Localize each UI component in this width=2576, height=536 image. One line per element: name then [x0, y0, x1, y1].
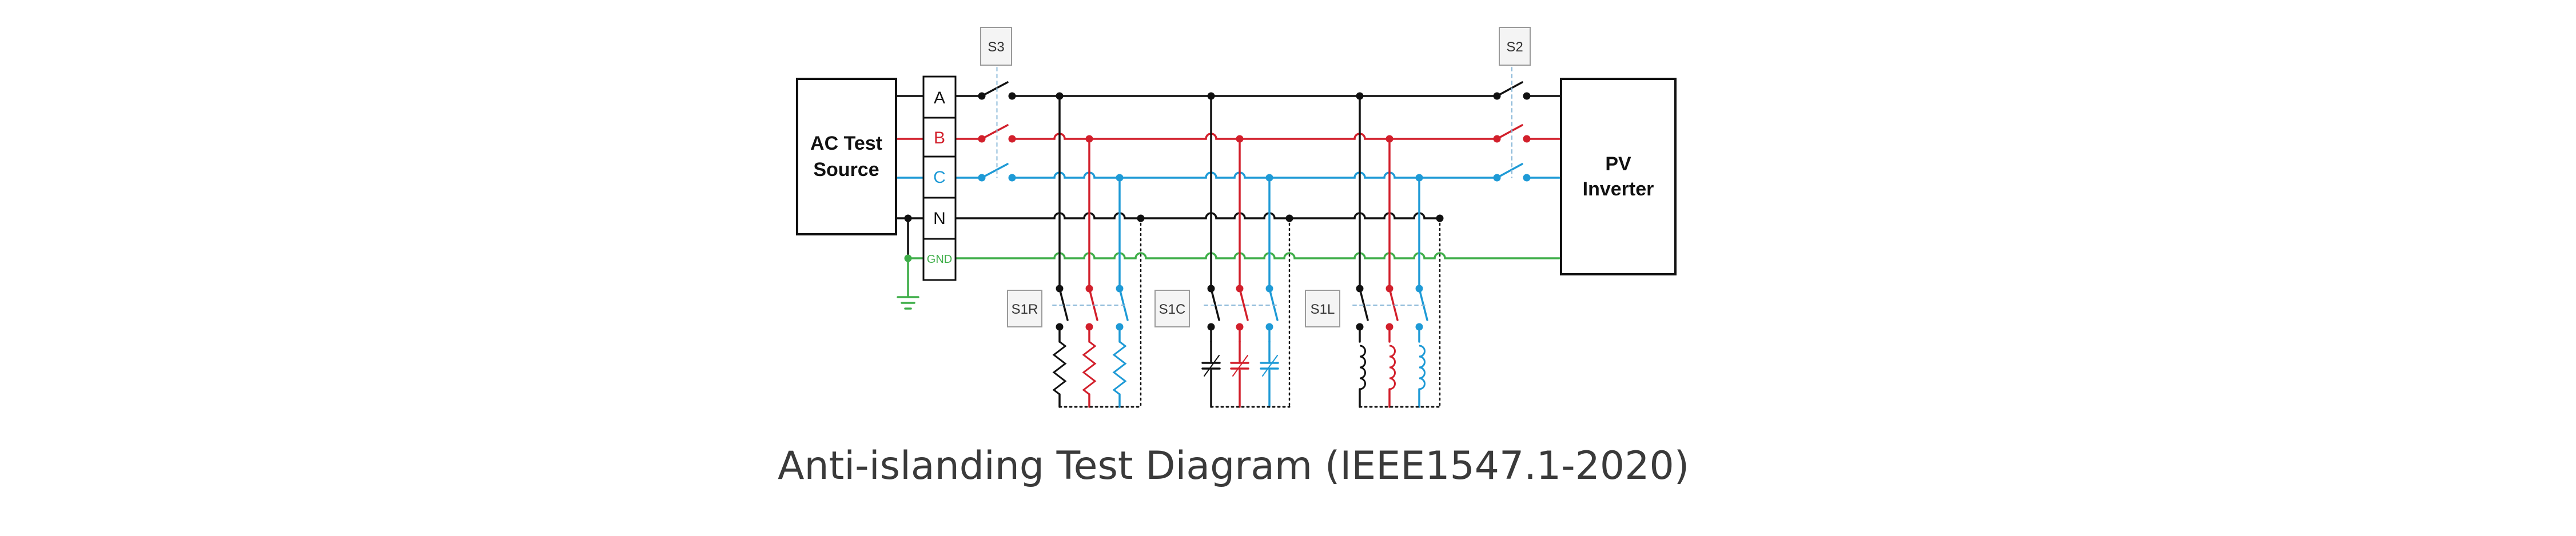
- s1l-label-box: S1L: [1305, 290, 1340, 327]
- inductor-icon: [1419, 345, 1426, 390]
- capacitor-icon: [1230, 355, 1249, 377]
- s1r-label-box: S1R: [1007, 290, 1042, 327]
- cap-adjust-arrow: [1262, 355, 1278, 377]
- ac-test-source-box: [796, 78, 897, 235]
- s3-switch-contact-c-2: [1008, 174, 1016, 182]
- switch-icon: [1496, 81, 1523, 97]
- s2-switch-contact-c-2: [1523, 174, 1531, 182]
- capacitor-icon: [1201, 355, 1221, 377]
- s3-switch-contact-a-2: [1008, 92, 1016, 100]
- load-group-inductor: [1352, 92, 1444, 408]
- terminal-b-label: B: [934, 129, 945, 147]
- switch-icon: [1088, 287, 1098, 321]
- ground-symbol-icon: [897, 296, 919, 310]
- switch-icon: [1268, 287, 1279, 321]
- terminal-c-label: C: [933, 168, 946, 187]
- switch-icon: [1496, 124, 1523, 140]
- terminal-block: A B C N GND: [922, 75, 957, 281]
- switches-layer: [978, 67, 1531, 182]
- switch-icon: [1388, 287, 1399, 321]
- switch-icon: [1418, 287, 1428, 321]
- s1c-label-box: S1C: [1154, 290, 1190, 327]
- capacitor-icon: [1260, 355, 1279, 377]
- switch-icon: [981, 124, 1009, 140]
- pv-inverter-label-2: Inverter: [1583, 178, 1654, 200]
- terminal-n-label: N: [933, 209, 946, 228]
- bus-n: [954, 212, 1443, 219]
- s3-label: S3: [988, 39, 1004, 55]
- s1c-label: S1C: [1159, 302, 1186, 317]
- resistor-icon: [1112, 341, 1127, 395]
- s3-switch: [978, 67, 1016, 182]
- diagram-title: Anti-islanding Test Diagram (IEEE1547.1-…: [778, 443, 1690, 489]
- switch-icon: [1118, 287, 1129, 321]
- terminal-gnd-label: GND: [927, 253, 952, 266]
- switch-icon: [1239, 287, 1249, 321]
- terminal-a-label: A: [934, 89, 945, 107]
- s2-switch-contact-a-2: [1523, 92, 1531, 100]
- bus-b: [1011, 133, 1498, 140]
- bus-c: [1011, 171, 1498, 179]
- switch-icon: [1359, 287, 1369, 321]
- switch-icon: [1058, 287, 1069, 321]
- inductor-icon: [1389, 345, 1396, 390]
- s3-label-box: S3: [980, 27, 1012, 66]
- resistor-icon: [1082, 341, 1097, 395]
- load-group-capacitor: [1201, 92, 1293, 408]
- s2-switch: [1493, 67, 1531, 182]
- pv-inverter-label-1: PV: [1605, 153, 1631, 175]
- ac-test-source-label-2: Source: [813, 159, 879, 181]
- cap-adjust-arrow: [1204, 355, 1220, 377]
- ac-test-source-label-1: AC Test: [810, 133, 882, 154]
- inductor-icon: [1359, 345, 1366, 390]
- switch-icon: [1210, 287, 1220, 321]
- s2-label-box: S2: [1499, 27, 1531, 66]
- switch-icon: [1496, 163, 1523, 179]
- switch-icon: [981, 81, 1009, 97]
- s1r-label: S1R: [1012, 302, 1038, 317]
- pv-inverter-box: [1560, 78, 1677, 275]
- s1l-label: S1L: [1311, 302, 1335, 317]
- switch-icon: [981, 163, 1009, 179]
- loads-layer: [1052, 92, 1444, 408]
- wires-layer: [895, 95, 1562, 310]
- cap-adjust-arrow: [1232, 355, 1248, 377]
- resistor-icon: [1052, 341, 1067, 395]
- bus-gnd: [907, 252, 1562, 259]
- load-group-resistor: [1052, 92, 1145, 408]
- s3-switch-contact-b-2: [1008, 135, 1016, 143]
- s2-switch-contact-b-2: [1523, 135, 1531, 143]
- neutral-dot: [904, 214, 912, 222]
- s2-label: S2: [1506, 39, 1523, 55]
